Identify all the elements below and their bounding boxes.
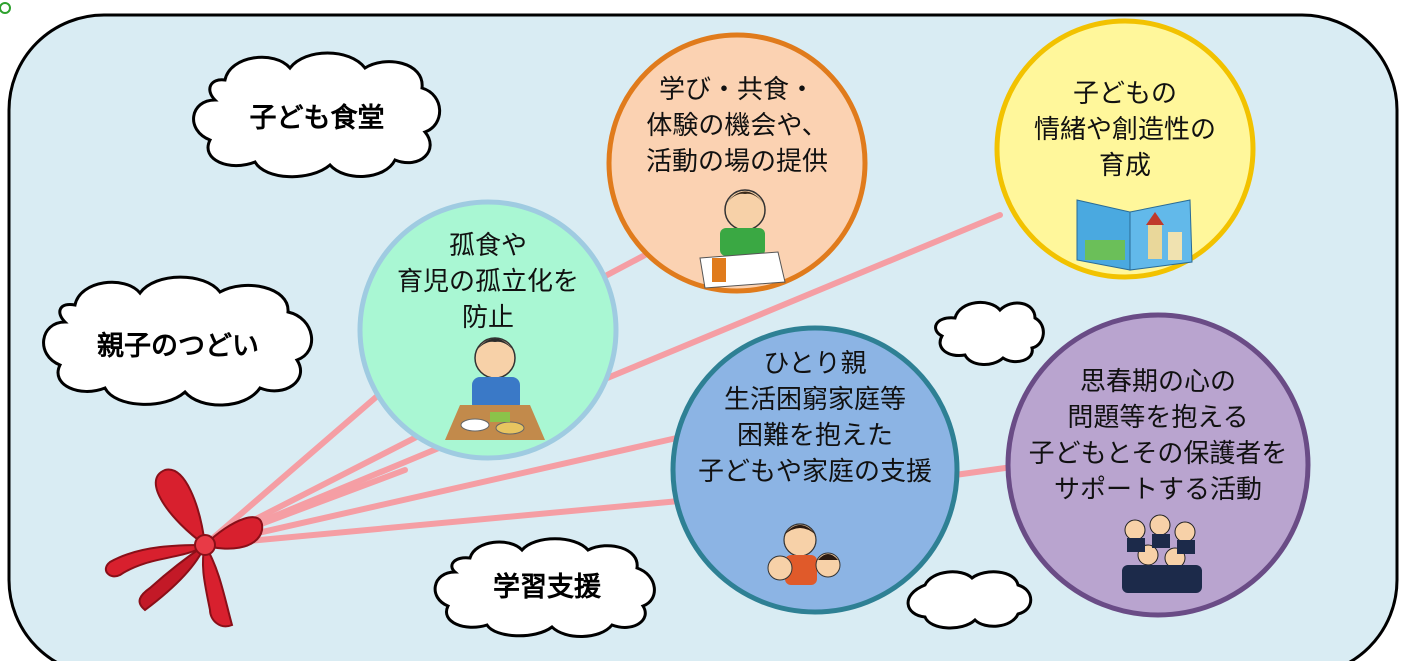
manabi-line-3: 活動の場の提供 — [645, 147, 828, 177]
shishunki-line-4: サポートする活動 — [1053, 475, 1262, 505]
ribbon-icon — [104, 468, 264, 628]
circle-shishunki — [1005, 312, 1311, 618]
cloud-icon — [934, 300, 1045, 366]
students-cheering-icon — [1122, 514, 1202, 593]
manabi-line-1: 学び・共食・ — [658, 75, 815, 105]
hitorioya-line-4: 子どもや家庭の支援 — [697, 457, 932, 487]
koshoku-line-1: 孤食や — [448, 231, 527, 261]
circle-hitorioya — [670, 325, 960, 615]
cloud-icon — [192, 51, 442, 179]
circle-label-manabi: 学び・共食・ 体験の機会や、 活動の場の提供 — [627, 72, 847, 180]
koshoku-line-2: 育児の孤立化を — [396, 267, 579, 297]
picture-book-icon — [1076, 199, 1193, 271]
circle-manabi — [606, 32, 868, 294]
hitorioya-line-2: 生活困窮家庭等 — [723, 385, 906, 415]
cloud-small-bottom — [906, 570, 1033, 630]
cloud-gakushu-shien — [433, 537, 656, 638]
cloud-oyako-tsudoi — [42, 275, 314, 407]
child-studying-icon — [699, 189, 786, 289]
koshoku-line-3: 防止 — [461, 303, 514, 333]
jocho-line-2: 情緒や創造性の — [1033, 115, 1216, 145]
shishunki-line-3: 子どもとその保護者を — [1028, 439, 1288, 469]
hitorioya-line-1: ひとり親 — [763, 349, 867, 379]
cloud-label-oyako-tsudoi: 親子のつどい — [97, 331, 259, 362]
corner-marker — [0, 2, 11, 14]
family-icon — [767, 523, 841, 585]
jocho-line-3: 育成 — [1098, 151, 1151, 181]
cloud-label-gakushu-shien: 学習支援 — [493, 572, 601, 603]
circle-label-shishunki: 思春期の心の 問題等を抱える 子どもとその保護者を サポートする活動 — [1013, 364, 1303, 508]
cloud-label-kodomo-shokudo: 子ども食堂 — [249, 103, 385, 134]
child-eating-icon — [445, 337, 545, 440]
cloud-icon — [42, 275, 314, 407]
manabi-line-2: 体験の機会や、 — [646, 111, 828, 141]
cloud-kodomo-shokudo — [192, 51, 442, 179]
hitorioya-line-3: 困難を抱えた — [736, 421, 893, 451]
jocho-line-1: 子どもの — [1072, 79, 1177, 109]
circle-label-jocho: 子どもの 情緒や創造性の 育成 — [1015, 76, 1235, 184]
cloud-small-top — [934, 300, 1045, 366]
cloud-icon — [906, 570, 1033, 630]
cloud-icon — [433, 537, 656, 638]
circle-label-koshoku: 孤食や 育児の孤立化を 防止 — [378, 228, 598, 336]
circle-label-hitorioya: ひとり親 生活困窮家庭等 困難を抱えた 子どもや家庭の支援 — [680, 346, 950, 490]
circle-koshoku — [357, 199, 619, 461]
shishunki-line-1: 思春期の心の — [1079, 367, 1236, 397]
shishunki-line-2: 問題等を抱える — [1067, 403, 1249, 433]
